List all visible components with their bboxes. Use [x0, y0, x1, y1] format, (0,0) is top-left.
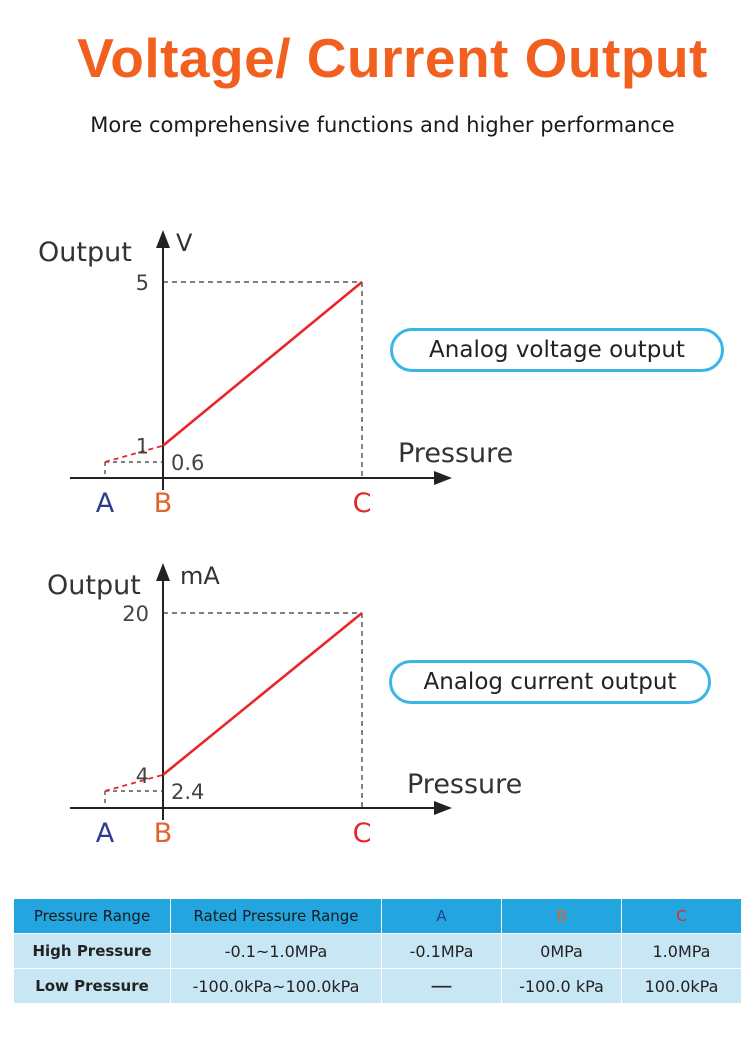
y-tick-label: 1	[136, 435, 149, 459]
series-lines	[104, 280, 363, 463]
header-c: C	[621, 898, 742, 934]
table-cell: —	[381, 968, 502, 1004]
y-unit-label: mA	[180, 562, 220, 590]
x-axis-label: Pressure	[407, 769, 522, 800]
table-row: Low Pressure -100.0kPa~100.0kPa — -100.0…	[13, 968, 742, 1004]
page-subtitle: More comprehensive functions and higher …	[90, 113, 675, 137]
extrapolation-line	[104, 444, 164, 463]
current-output-chart: 20 4 2.4A B C Output mA Pressure	[47, 562, 522, 849]
table-cell: -100.0kPa~100.0kPa	[170, 968, 382, 1004]
voltage-output-chart: 5 1 0.6A B C Output V Pressure	[38, 229, 513, 519]
x-point-label: B	[154, 488, 173, 519]
y-axis-label: Output	[47, 570, 141, 601]
series-lines	[104, 611, 363, 792]
header-a: A	[381, 898, 502, 934]
voltage-annotation-pill: Analog voltage output	[390, 328, 724, 372]
guide-lines	[104, 281, 363, 478]
x-point-label: C	[353, 488, 372, 519]
table-cell: -0.1MPa	[381, 933, 502, 969]
current-annotation-pill: Analog current output	[389, 660, 711, 704]
x-point-label: C	[353, 818, 372, 849]
y-axis-arrow-icon	[156, 563, 170, 581]
tick-labels: 5 1 0.6A B C	[96, 271, 372, 519]
header-rated-range: Rated Pressure Range	[170, 898, 382, 934]
table-row: High Pressure -0.1~1.0MPa -0.1MPa 0MPa 1…	[13, 933, 742, 969]
y-axis-arrow-icon	[156, 230, 170, 248]
table-cell: -0.1~1.0MPa	[170, 933, 382, 969]
guide-lines	[104, 612, 363, 808]
x-axis-arrow-icon	[434, 471, 452, 485]
row-label: Low Pressure	[13, 968, 171, 1004]
extrapolation-line	[104, 773, 164, 792]
y-tick-label: 20	[122, 602, 149, 626]
table-header-row: Pressure Range Rated Pressure Range A B …	[13, 898, 742, 934]
x-axis-label: Pressure	[398, 438, 513, 469]
header-b: B	[501, 898, 622, 934]
x-point-label: A	[96, 818, 115, 849]
output-line	[162, 611, 363, 776]
page-title: Voltage/ Current Output	[77, 27, 708, 89]
y-tick-label: 5	[136, 271, 149, 295]
table-cell: 0MPa	[501, 933, 622, 969]
y-tick-label: 0.6	[171, 451, 204, 475]
axes	[70, 230, 452, 490]
table-cell: 1.0MPa	[621, 933, 742, 969]
table-cell: 100.0kPa	[621, 968, 742, 1004]
y-unit-label: V	[176, 229, 193, 257]
output-line	[162, 280, 363, 447]
header-pressure-range: Pressure Range	[13, 898, 171, 934]
row-label: High Pressure	[13, 933, 171, 969]
y-tick-label: 2.4	[171, 780, 204, 804]
table-cell: -100.0 kPa	[501, 968, 622, 1004]
tick-labels: 20 4 2.4A B C	[96, 602, 372, 849]
pressure-range-table: Pressure Range Rated Pressure Range A B …	[13, 898, 742, 1004]
x-point-label: A	[96, 488, 115, 519]
x-point-label: B	[154, 818, 173, 849]
y-tick-label: 4	[136, 764, 149, 788]
y-axis-label: Output	[38, 237, 132, 268]
axes	[70, 563, 452, 820]
x-axis-arrow-icon	[434, 801, 452, 815]
voltage-annotation-text: Analog voltage output	[429, 337, 685, 363]
current-annotation-text: Analog current output	[423, 669, 677, 695]
